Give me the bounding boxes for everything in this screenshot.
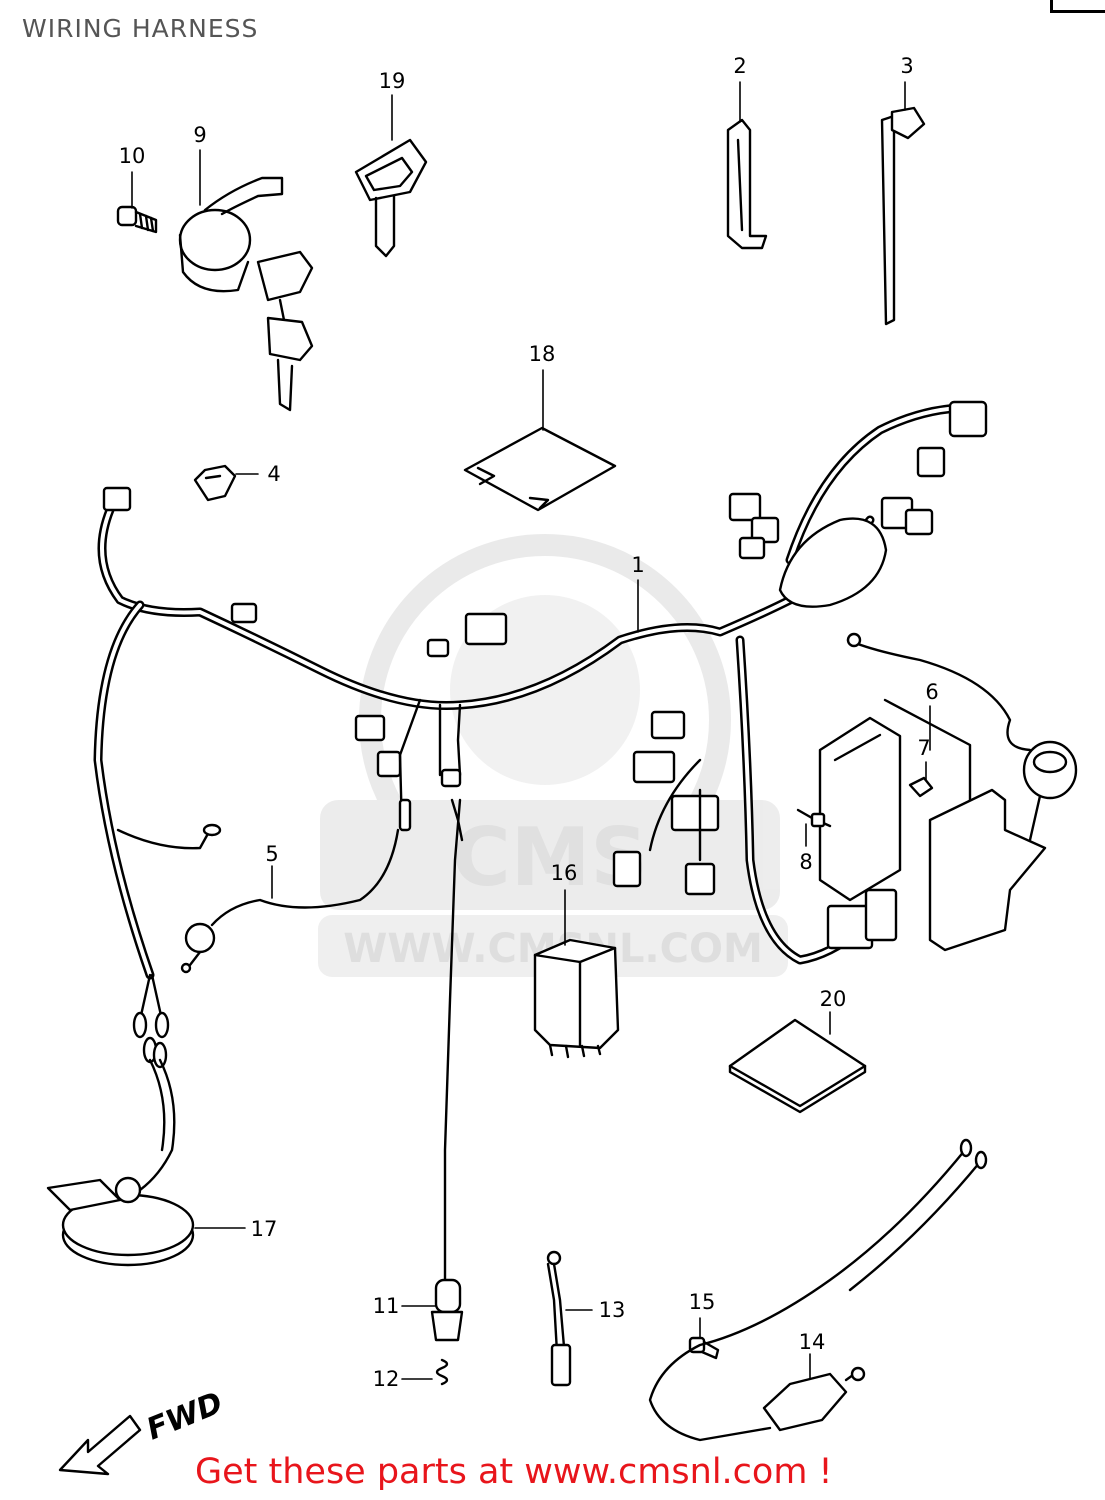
callout-7: 7 (917, 736, 930, 760)
callout-19: 19 (379, 69, 406, 93)
switch-11 (430, 798, 464, 1342)
callout-9: 9 (193, 123, 206, 147)
callout-15: 15 (689, 1290, 716, 1314)
spring-12 (435, 1358, 449, 1386)
callout-8: 8 (799, 850, 812, 874)
callout-14: 14 (799, 1330, 826, 1354)
callout-1: 1 (631, 553, 644, 577)
footer-promo[interactable]: Get these parts at www.cmsnl.com ! (195, 1452, 833, 1492)
callout-20: 20 (820, 987, 847, 1011)
callout-labels: 1 2 3 4 5 6 7 8 9 10 11 12 13 14 15 16 1… (119, 54, 939, 1391)
callout-13: 13 (599, 1298, 626, 1322)
callout-11: 11 (373, 1294, 400, 1318)
key-19 (354, 138, 428, 258)
callout-10: 10 (119, 144, 146, 168)
cable-tie-3 (880, 106, 926, 326)
leader-lines (131, 81, 931, 1380)
callout-4: 4 (267, 462, 280, 486)
bracket-2 (726, 118, 768, 250)
screw-10 (116, 205, 158, 234)
callout-18: 18 (529, 342, 556, 366)
clamp-4 (193, 464, 237, 502)
callout-6: 6 (925, 680, 938, 704)
callout-3: 3 (900, 54, 913, 78)
wiring-harness-1 (93, 400, 988, 1069)
sensor-14 (648, 1138, 988, 1442)
relay-bracket-6 (818, 632, 1078, 952)
lead-13 (546, 1250, 572, 1387)
screw-8 (796, 808, 832, 828)
label-sheet-18 (463, 426, 617, 512)
relay-16 (533, 938, 620, 1059)
ignition-switch-9 (178, 176, 314, 412)
callout-2: 2 (733, 54, 746, 78)
callout-12: 12 (373, 1367, 400, 1391)
callout-5: 5 (265, 842, 278, 866)
clip-7 (908, 776, 934, 798)
frame-corner (1050, 0, 1105, 13)
page-title: WIRING HARNESS (22, 14, 259, 43)
horn-17 (46, 1058, 195, 1267)
fwd-label: FWD (142, 1386, 228, 1448)
callout-17: 17 (251, 1217, 278, 1241)
label-sheet-20 (728, 1018, 867, 1114)
callout-16: 16 (551, 861, 578, 885)
wire-lead-5 (180, 828, 400, 974)
fwd-arrow (58, 1414, 142, 1476)
